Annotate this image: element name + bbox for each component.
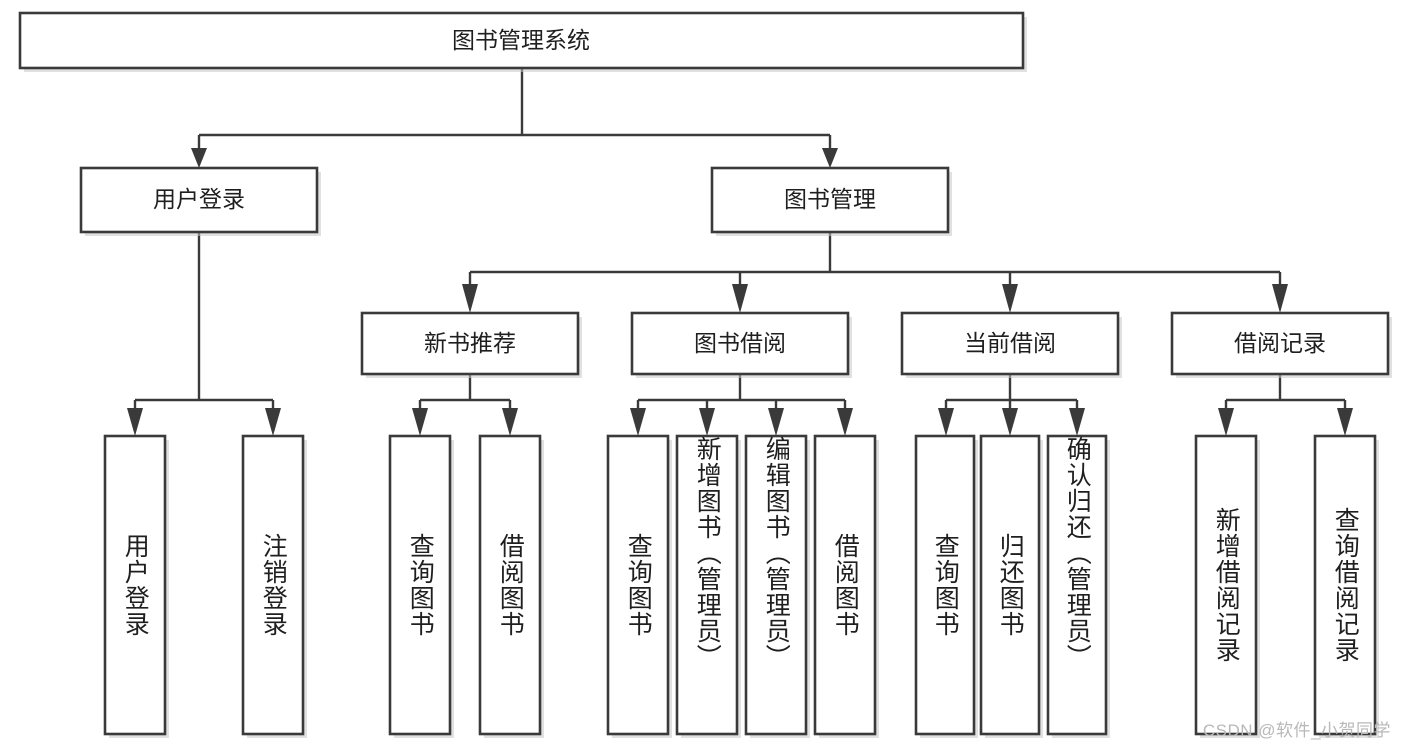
leaf-box-user-login[interactable] (103, 434, 167, 736)
arrowhead-bookborrow-leaf2 (699, 408, 715, 436)
arrowhead-currentborrow-leaf3 (1069, 408, 1085, 436)
leaf-box-current-confirm[interactable] (1046, 434, 1108, 736)
borrow-record-node-box[interactable] (1170, 311, 1390, 376)
arrowhead-currentborrow-leaf2 (1002, 408, 1018, 436)
arrowhead-borrow-record (1272, 284, 1288, 313)
arrowhead-book-borrow (732, 284, 748, 313)
book-borrow-node-box[interactable] (630, 311, 850, 376)
user-login-node-label: 用户登录 (153, 186, 245, 212)
new-book-node-box[interactable] (360, 311, 580, 376)
leaf-box-borrow-add[interactable] (675, 434, 739, 736)
arrowhead-book-mgmt (822, 148, 838, 168)
arrowhead-bookborrow-leaf4 (837, 408, 853, 436)
borrow-record-node-label: 借阅记录 (1234, 330, 1326, 356)
arrowhead-bookborrow-leaf1 (630, 408, 646, 436)
leaf-box-current-query[interactable] (914, 434, 976, 736)
arrowhead-bookborrow-leaf3 (768, 408, 784, 436)
user-login-node-box[interactable] (79, 166, 319, 234)
leaf-box-newbook-borrow[interactable] (478, 434, 542, 736)
book-mgmt-node-label: 图书管理 (784, 186, 876, 212)
leaf-box-logout[interactable] (241, 434, 305, 736)
connectors-layer (127, 68, 1353, 436)
arrowhead-newbook-leaf2 (502, 408, 518, 436)
arrowhead-borrowrecord-leaf1 (1218, 408, 1234, 436)
arrowhead-new-book (462, 284, 478, 313)
arrowhead-borrowrecord-leaf2 (1337, 408, 1353, 436)
csdn-watermark: CSDN @软件_小贺同学 (1202, 721, 1391, 740)
new-book-node-label: 新书推荐 (424, 330, 516, 356)
current-borrow-node-label: 当前借阅 (964, 330, 1056, 356)
book-mgmt-node-box[interactable] (710, 166, 950, 234)
leaf-box-newbook-query[interactable] (388, 434, 452, 736)
root-node-box[interactable] (18, 11, 1025, 70)
leaf-box-record-query[interactable] (1313, 434, 1377, 736)
arrowhead-leaf-user-login (127, 408, 143, 436)
arrowhead-currentborrow-leaf1 (938, 408, 954, 436)
arrowhead-newbook-leaf1 (412, 408, 428, 436)
leaf-box-current-return[interactable] (979, 434, 1041, 736)
current-borrow-node-box[interactable] (900, 311, 1120, 376)
leaf-box-borrow-borrow[interactable] (813, 434, 877, 736)
arrowhead-current-borrow (1002, 284, 1018, 313)
arrowhead-leaf-logout (265, 408, 281, 436)
root-node-label: 图书管理系统 (452, 27, 590, 53)
arrowhead-user-login (191, 148, 207, 168)
leaf-box-borrow-query[interactable] (606, 434, 670, 736)
leaf-box-borrow-edit[interactable] (744, 434, 808, 736)
nodes-layer: 图书管理系统 用户登录 图书管理 新书推荐 图书借阅 当前借阅 借阅记录 (18, 11, 1392, 738)
book-borrow-node-label: 图书借阅 (694, 330, 786, 356)
leaf-box-record-add[interactable] (1194, 434, 1258, 736)
